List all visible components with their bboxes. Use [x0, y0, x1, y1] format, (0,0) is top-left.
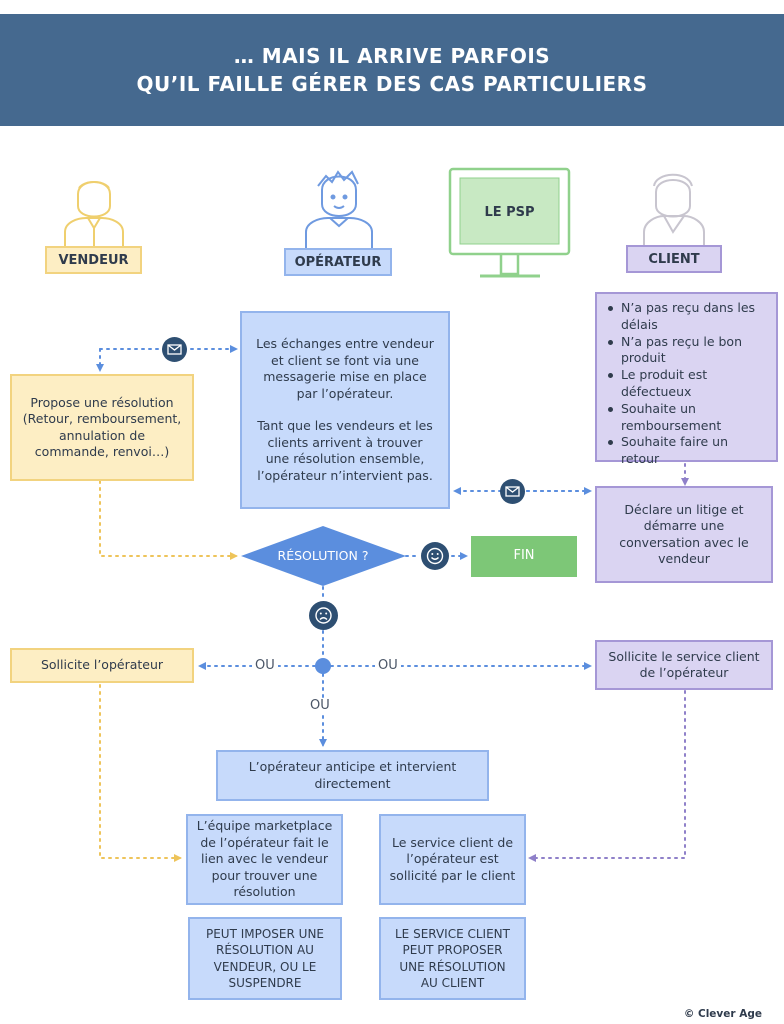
- client-avatar-icon: [643, 173, 705, 248]
- page-title-line-2: QU’IL FAILLE GÉRER DES CAS PARTICULIERS: [136, 72, 648, 96]
- equipe-marketplace-text: L’équipe marketplace de l’opérateur fait…: [196, 818, 333, 900]
- envelope-icon: [162, 337, 187, 362]
- decision-label-text: RÉSOLUTION ?: [277, 547, 369, 563]
- client-litige-text: Déclare un litige et démarre une convers…: [619, 501, 749, 567]
- peut-proposer-text: LE SERVICE CLIENT PEUT PROPOSER UNE RÉSO…: [395, 926, 510, 991]
- operateur-anticipe-box: L’opérateur anticipe et intervient direc…: [216, 750, 489, 801]
- client-issues-list: N’a pas reçu dans les délais N’a pas reç…: [605, 300, 768, 468]
- role-label-psp: LE PSP: [462, 198, 557, 226]
- client-issue-item: N’a pas reçu le bon produit: [605, 334, 768, 368]
- client-sollicite-box: Sollicite le service client de l’opérate…: [595, 640, 773, 690]
- smiley-sad-icon: [309, 601, 338, 630]
- client-litige-box: Déclare un litige et démarre une convers…: [595, 486, 773, 583]
- fin-text: FIN: [513, 548, 535, 564]
- peut-imposer-box: PEUT IMPOSER UNE RÉSOLUTION AU VENDEUR, …: [188, 917, 342, 1000]
- page-title-line-1: … MAIS IL ARRIVE PARFOIS: [233, 44, 551, 68]
- vendeur-sollicite-text: Sollicite l’opérateur: [40, 657, 164, 673]
- smiley-happy-icon: [421, 542, 449, 570]
- or-label-down: OU: [307, 698, 333, 713]
- client-sollicite-text: Sollicite le service client de l’opérate…: [608, 648, 760, 681]
- service-client-text: Le service client de l’opérateur est sol…: [389, 834, 516, 883]
- client-issue-item: Le produit est défectueux: [605, 367, 768, 401]
- operateur-avatar-icon: [305, 170, 373, 248]
- client-issue-item: Souhaite faire un retour: [605, 434, 768, 468]
- peut-proposer-box: LE SERVICE CLIENT PEUT PROPOSER UNE RÉSO…: [379, 917, 526, 1000]
- peut-imposer-text: PEUT IMPOSER UNE RÉSOLUTION AU VENDEUR, …: [205, 926, 324, 991]
- page-header: … MAIS IL ARRIVE PARFOIS QU’IL FAILLE GÉ…: [0, 14, 784, 126]
- role-label-vendeur: VENDEUR: [45, 246, 142, 274]
- decision-diamond: [241, 526, 406, 586]
- role-label-client-text: CLIENT: [648, 251, 700, 267]
- vendeur-propose-box: Propose une résolution (Retour, rembours…: [10, 374, 194, 481]
- service-client-box: Le service client de l’opérateur est sol…: [379, 814, 526, 905]
- or-label-left: OU: [252, 658, 278, 673]
- vendeur-avatar-icon: [64, 181, 124, 248]
- operateur-messagerie-text-2: Tant que les vendeurs et les clients arr…: [257, 418, 433, 483]
- operateur-messagerie-text-1: Les échanges entre vendeur et client se …: [256, 336, 434, 401]
- decision-label: RÉSOLUTION ?: [255, 545, 391, 567]
- client-issue-item: Souhaite un remboursement: [605, 401, 768, 435]
- fin-box: FIN: [471, 536, 577, 577]
- vendeur-propose-text: Propose une résolution (Retour, rembours…: [22, 394, 182, 460]
- operateur-messagerie-box: Les échanges entre vendeur et client se …: [240, 311, 450, 509]
- role-label-client: CLIENT: [626, 245, 722, 273]
- psp-monitor-icon: [448, 167, 571, 278]
- client-issue-item: N’a pas reçu dans les délais: [605, 300, 768, 334]
- role-label-vendeur-text: VENDEUR: [58, 252, 129, 268]
- junction-dot: [315, 658, 331, 674]
- role-label-operateur-text: OPÉRATEUR: [294, 254, 382, 270]
- equipe-marketplace-box: L’équipe marketplace de l’opérateur fait…: [186, 814, 343, 905]
- operateur-anticipe-text: L’opérateur anticipe et intervient direc…: [248, 759, 457, 791]
- client-issues-box: N’a pas reçu dans les délais N’a pas reç…: [595, 292, 778, 466]
- envelope-icon: [500, 479, 525, 504]
- credit-label: © Clever Age: [683, 1008, 762, 1020]
- vendeur-sollicite-box: Sollicite l’opérateur: [10, 648, 194, 683]
- or-label-right: OU: [375, 658, 401, 673]
- role-label-psp-text: LE PSP: [484, 204, 535, 220]
- role-label-operateur: OPÉRATEUR: [284, 248, 392, 276]
